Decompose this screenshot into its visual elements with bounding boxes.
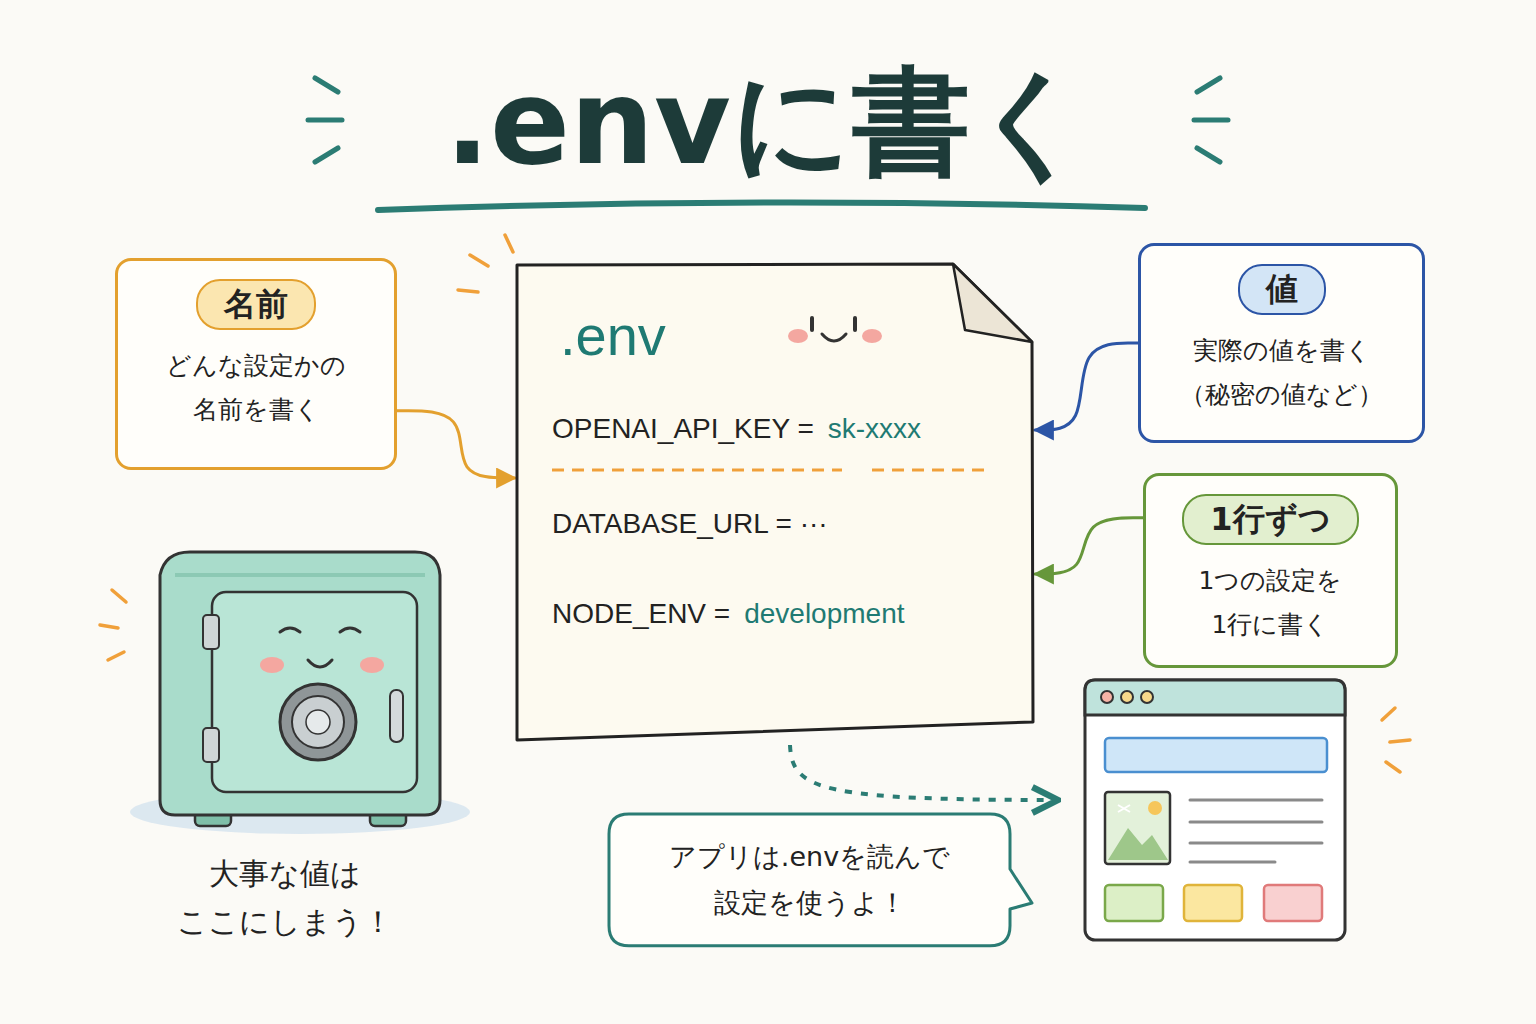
browser-illustration-part bbox=[1148, 801, 1162, 815]
safe-illustration-part bbox=[292, 696, 344, 748]
browser-illustration-part-part bbox=[1190, 842, 1322, 845]
title-decoration-part bbox=[378, 202, 1145, 210]
document-face-part bbox=[862, 329, 882, 343]
bubble-outline bbox=[607, 812, 1012, 948]
underline-dashes-part bbox=[552, 469, 842, 472]
browser-illustration-part bbox=[1190, 800, 1322, 862]
sparks-part bbox=[458, 290, 478, 292]
dotted-arrow-part bbox=[790, 745, 1058, 800]
safe-illustration-part bbox=[175, 573, 425, 577]
sparks-part bbox=[108, 652, 124, 660]
safe-illustration bbox=[130, 552, 470, 834]
browser-illustration-part bbox=[1085, 680, 1345, 940]
env-value: development bbox=[744, 597, 904, 631]
heading-pill: 名前 bbox=[196, 279, 316, 330]
safe-illustration-part bbox=[280, 628, 300, 632]
leader-arrow bbox=[397, 411, 515, 478]
document-face-part bbox=[822, 334, 846, 341]
safe-illustration-part bbox=[306, 710, 330, 734]
safe-illustration-part bbox=[340, 628, 360, 632]
browser-illustration-part-part bbox=[1190, 821, 1322, 824]
leader-arrow bbox=[1035, 518, 1143, 574]
env-key: OPENAI_API_KEY = bbox=[552, 412, 814, 446]
safe-illustration-part bbox=[203, 728, 219, 762]
safe-illustration-part bbox=[212, 592, 417, 792]
browser-illustration-part bbox=[1105, 738, 1327, 772]
bubble-text: アプリは.envを読んで 設定を使うよ！ bbox=[633, 834, 986, 926]
name-callout: 名前どんな設定かの 名前を書く bbox=[115, 258, 397, 470]
env-file: .envOPENAI_API_KEY = sk-xxxxDATABASE_URL … bbox=[515, 262, 1035, 742]
title-decoration-part bbox=[308, 118, 342, 123]
sparks-part bbox=[470, 255, 488, 266]
underline-dashes bbox=[552, 469, 990, 472]
document-face-part bbox=[810, 318, 814, 330]
title-decoration-part bbox=[1194, 118, 1228, 123]
browser-illustration-part bbox=[1121, 691, 1133, 703]
title-decoration-part bbox=[1197, 78, 1220, 92]
browser-illustration-part bbox=[1141, 691, 1153, 703]
file-name: .env bbox=[560, 302, 666, 369]
safe-illustration-part bbox=[308, 660, 332, 667]
dotted-arrow bbox=[790, 745, 1058, 800]
document-face bbox=[788, 318, 882, 343]
bubble-outline bbox=[609, 814, 1032, 946]
title-decoration-part bbox=[315, 148, 338, 162]
sparks-part bbox=[1390, 740, 1410, 742]
heading-pill: 1行ずつ bbox=[1182, 494, 1358, 545]
safe-illustration-part bbox=[160, 552, 440, 815]
callout-body: 1つの設定を 1行に書く bbox=[1162, 559, 1379, 647]
document-face-part bbox=[853, 318, 857, 330]
safe-label: 大事な値は ここにしまう！ bbox=[150, 850, 420, 946]
document-fold bbox=[953, 264, 1032, 342]
env-value: sk-xxxx bbox=[828, 412, 921, 446]
env-line: DATABASE_URL = ··· bbox=[552, 507, 828, 541]
title-decoration-part bbox=[315, 78, 338, 92]
browser-illustration-part bbox=[1101, 691, 1113, 703]
browser-illustration-part-part bbox=[1190, 861, 1275, 864]
safe-illustration-part bbox=[203, 615, 219, 649]
value-callout: 値実際の値を書く （秘密の値など） bbox=[1138, 243, 1425, 443]
leader-arrow bbox=[1035, 343, 1138, 430]
underline-dashes-part bbox=[872, 469, 990, 472]
env-key: NODE_ENV = bbox=[552, 597, 730, 631]
browser-illustration-part bbox=[1105, 792, 1170, 864]
browser-illustration-part-part bbox=[1190, 799, 1322, 802]
browser-illustration-part bbox=[1264, 885, 1322, 921]
safe-illustration-part bbox=[360, 657, 384, 673]
sparks-part bbox=[112, 590, 126, 602]
document-face-part bbox=[788, 329, 808, 343]
callout-body: どんな設定かの 名前を書く bbox=[134, 344, 378, 432]
heading-pill: 値 bbox=[1238, 264, 1326, 315]
safe-illustration-part bbox=[260, 657, 284, 673]
browser-illustration-part bbox=[1105, 885, 1163, 921]
title: .envに書く bbox=[0, 52, 1536, 194]
sparks-part bbox=[1382, 708, 1395, 720]
callout-body: 実際の値を書く （秘密の値など） bbox=[1157, 329, 1406, 417]
safe-illustration-part bbox=[390, 690, 403, 742]
title-decoration-part bbox=[1197, 148, 1220, 162]
sparks-part bbox=[100, 625, 118, 628]
sparks-part bbox=[505, 235, 513, 252]
browser-illustration-part bbox=[1118, 805, 1130, 812]
document-outline bbox=[517, 264, 1033, 740]
line-callout: 1行ずつ 1つの設定を 1行に書く bbox=[1143, 473, 1398, 668]
browser-illustration bbox=[1085, 680, 1345, 940]
browser-illustration-part bbox=[1184, 885, 1242, 921]
sparks-part bbox=[1386, 762, 1400, 772]
speech-bubble: アプリは.envを読んで 設定を使うよ！ bbox=[607, 812, 1012, 948]
safe-illustration-part bbox=[280, 684, 356, 760]
browser-illustration-part bbox=[1108, 828, 1168, 860]
browser-illustration-part bbox=[1085, 680, 1345, 715]
